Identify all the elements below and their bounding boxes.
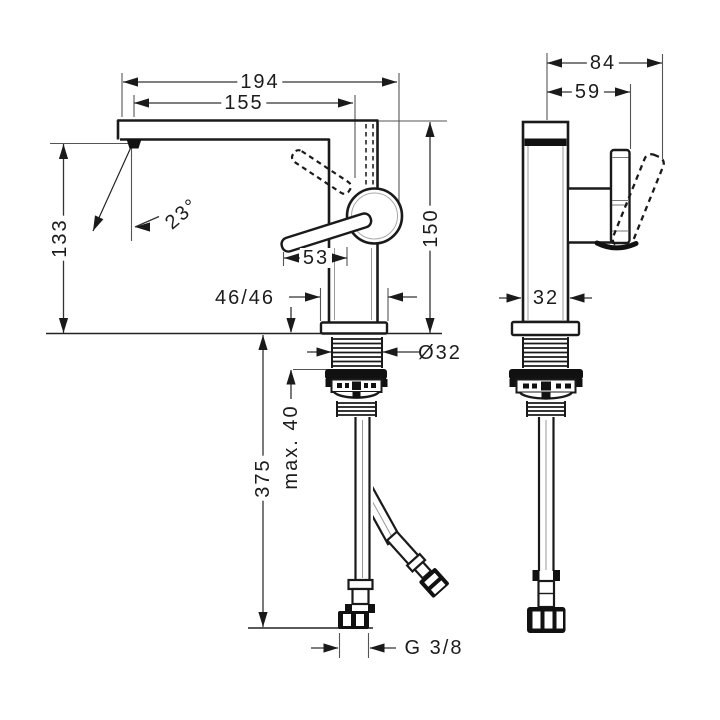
dim-label-body-height: 150 <box>420 205 442 251</box>
shank-front <box>325 337 388 417</box>
cartridge-stem-hidden <box>365 124 374 187</box>
base-plate-side <box>510 320 581 337</box>
dim-label-lever-projection: 53 <box>299 248 333 268</box>
dim-label-lever-depth: 59 <box>571 82 605 102</box>
shank-threads-side <box>523 338 568 367</box>
dim-label-shank-diameter: Ø32 <box>418 342 462 364</box>
spout-section-band <box>524 138 567 146</box>
hose-connector-nut <box>338 611 369 629</box>
lever-handle-front <box>280 212 373 253</box>
spout-outline <box>116 119 379 190</box>
flow-direction-arrow <box>93 215 104 231</box>
lever-handle-side <box>609 148 631 245</box>
extension-lines-side <box>546 53 664 159</box>
dim-label-spout-height: 133 <box>49 215 71 261</box>
aerator <box>126 139 142 149</box>
dim-label-hose-length: 375 <box>252 455 274 501</box>
dim-label-spout-total: 194 <box>237 72 283 92</box>
spray-angle-line <box>92 145 133 232</box>
handle-mount-block <box>569 187 614 244</box>
supply-hose-side <box>527 417 566 633</box>
side-view <box>509 53 665 633</box>
dim-label-overall-depth: 84 <box>586 53 620 73</box>
dim-label-thread: G 3/8 <box>404 637 464 659</box>
dim-leader-23 <box>134 215 160 228</box>
fastening-flange-front <box>325 369 387 380</box>
shank-side <box>509 337 583 417</box>
front-view <box>46 73 449 658</box>
supply-hose-vertical <box>338 417 375 629</box>
dim-label-base: 46/46 <box>214 287 276 309</box>
lever-handle-raised-dashed <box>290 149 352 195</box>
handle-underside <box>594 240 639 251</box>
dim-label-max-mounting: max. 40 <box>280 401 302 493</box>
dimension-arrows <box>58 58 662 653</box>
extension-lines-front <box>50 73 447 658</box>
shank-threads-front <box>332 338 382 367</box>
base-plate-front <box>319 321 389 335</box>
dim-label-spout-aerator: 155 <box>221 93 267 113</box>
fastening-flange-side <box>509 369 583 380</box>
hose-connector-diagonal <box>419 568 449 598</box>
dim-label-body-width: 32 <box>529 288 563 308</box>
